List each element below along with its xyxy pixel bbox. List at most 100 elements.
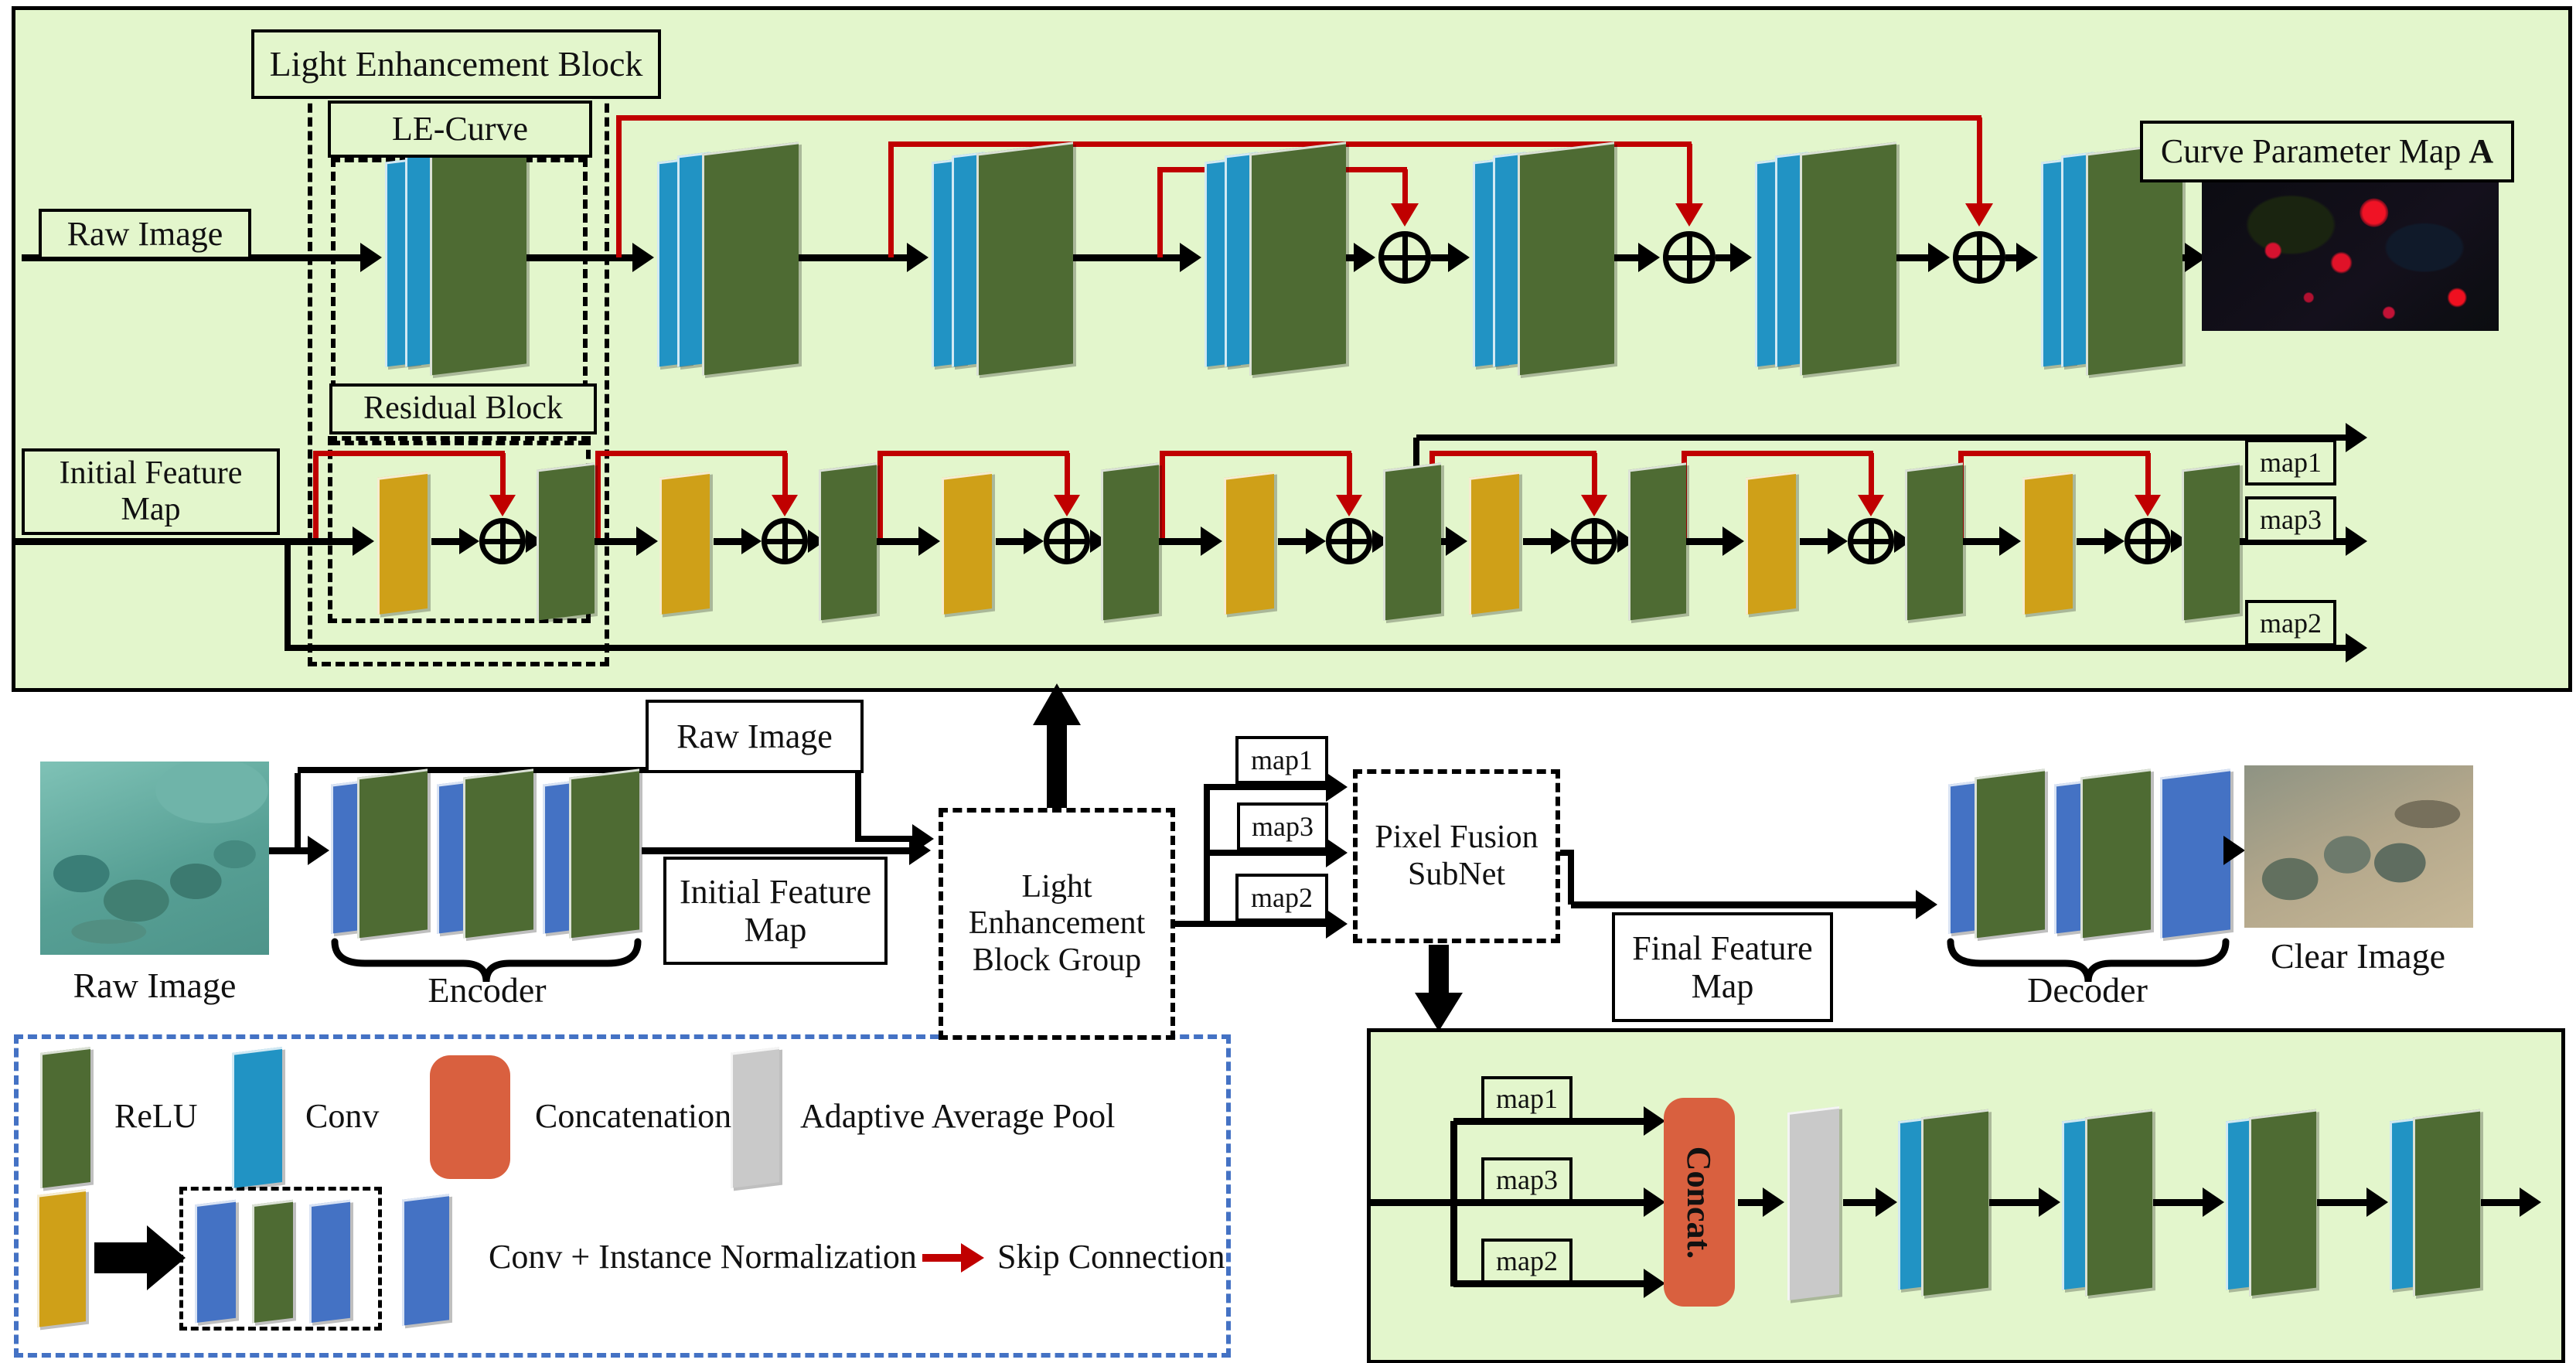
relu-panel: [819, 462, 877, 621]
light-enhancement-block-group-box-text: Enhancement: [968, 905, 1146, 942]
skip-connection-line: [1686, 144, 1692, 203]
arrowhead-icon: [308, 836, 329, 865]
raw-image-label: Raw Image: [39, 209, 251, 260]
le-curve-label: LE-Curve: [328, 101, 592, 158]
arrowhead-icon: [353, 526, 374, 556]
clear-image-photo: [2244, 765, 2473, 928]
skip-connection-line: [1958, 450, 2150, 456]
skip-connection-line: [1976, 118, 1982, 203]
line: [1204, 784, 1210, 927]
line: [1278, 537, 1307, 545]
arrowhead-icon: [2520, 1188, 2541, 1217]
conv-in-panel: [195, 1199, 236, 1324]
add-node: [1326, 518, 1372, 564]
light-enhancement-block-label-text: Light Enhancement Block: [269, 44, 643, 84]
arrow-line: [1684, 537, 1724, 545]
map3-mid-label: map3: [1237, 802, 1328, 850]
conv-legend-label: Conv: [305, 1097, 380, 1135]
final-feature-map-label-text: Map: [1691, 967, 1754, 1005]
skip-connection-line: [888, 141, 1692, 147]
raw-image-label-text: Raw Image: [66, 215, 223, 254]
arrow-line: [2317, 1198, 2368, 1206]
relu-panel: [1975, 768, 2045, 939]
arrowhead-icon: [1306, 528, 1326, 554]
line: [2077, 537, 2106, 545]
line: [298, 767, 861, 773]
add-node: [1378, 231, 1431, 284]
line: [1210, 921, 1327, 927]
relu-panel: [1921, 1109, 1988, 1297]
relu-panel: [2182, 462, 2240, 621]
line: [1560, 850, 1574, 856]
arrowhead-icon: [459, 528, 479, 554]
relu-panel: [1383, 462, 1441, 621]
arrowhead-icon: [1581, 495, 1607, 516]
skip-connection-legend-arrowhead-icon: [961, 1243, 984, 1273]
line: [858, 836, 914, 842]
arrow-line: [269, 847, 309, 854]
arrowhead-icon: [772, 495, 798, 516]
arrowhead-icon: [2346, 526, 2367, 556]
encoder-label: Encoder: [428, 970, 547, 1010]
relu-panel: [702, 141, 799, 376]
arrowhead-icon: [1730, 243, 1752, 272]
arrowhead-icon: [2135, 495, 2161, 516]
relu-panel: [569, 768, 639, 939]
relu-panel: [252, 1199, 293, 1324]
initial-feature-map-label-text: Initial Feature: [59, 455, 243, 491]
conv-in-panel: [402, 1194, 449, 1326]
arrowhead-icon: [909, 836, 931, 865]
add-node: [479, 518, 526, 564]
map1-mid-label: map1: [1235, 736, 1328, 784]
relu-panel: [2413, 1109, 2480, 1297]
line: [714, 537, 743, 545]
line: [996, 537, 1025, 545]
legend-thick-arrowhead-icon: [147, 1225, 186, 1290]
arrowhead-icon: [1326, 909, 1348, 939]
arrowhead-icon: [636, 526, 658, 556]
residual-block-label-text: Residual Block: [363, 390, 563, 427]
curve-parameter-map-label-bold: A: [2469, 132, 2494, 171]
arrow-line: [2153, 1198, 2204, 1206]
arrow-line: [524, 254, 634, 261]
plus-icon: [1346, 523, 1352, 559]
skip-connection-line: [1868, 453, 1874, 495]
arrowhead-icon: [1551, 528, 1571, 554]
arrowhead-icon: [1999, 526, 2021, 556]
subnet-map3-label-text: map3: [1496, 1164, 1558, 1195]
line: [1571, 901, 1919, 908]
line: [295, 773, 301, 850]
subnet-down-arrowhead-icon: [1415, 993, 1463, 1031]
relu-panel: [976, 141, 1073, 376]
line: [431, 537, 461, 545]
legend-thick-arrow: [94, 1242, 147, 1273]
subnet-concat-box: Concat.: [1664, 1098, 1735, 1307]
arrowhead-icon: [1858, 495, 1884, 516]
arrowhead-icon: [2104, 528, 2125, 554]
detail-up-arrow: [1047, 725, 1067, 808]
map2-mid-label-text: map2: [1251, 881, 1313, 913]
arrow-line: [1738, 1198, 1764, 1206]
decoder-label: Decoder: [2027, 970, 2148, 1010]
plus-icon: [2145, 523, 2151, 559]
arrow-line: [1894, 254, 1930, 261]
arrow-line: [15, 537, 354, 545]
curve-parameter-map-label-text: Curve Parameter Map: [2160, 132, 2462, 171]
detail-up-arrowhead-icon: [1033, 683, 1081, 725]
clear-image-caption: Clear Image: [2270, 936, 2446, 976]
raw-image-photo: [40, 762, 269, 955]
line: [1210, 784, 1327, 790]
conv-instance-norm-legend-panel: [37, 1189, 86, 1327]
relu-panel: [2085, 1109, 2152, 1297]
concatenation-legend-icon: [430, 1055, 510, 1179]
arrowhead-icon: [1638, 243, 1660, 272]
conv-instance-norm-panel: [377, 472, 428, 615]
conv-instance-norm-panel: [1224, 472, 1274, 615]
arrowhead-icon: [2223, 836, 2245, 865]
arrowhead-icon: [2203, 1188, 2224, 1217]
arrow-line: [1989, 1198, 2040, 1206]
arrowhead-icon: [1722, 526, 1744, 556]
relu-panel: [1518, 141, 1614, 376]
